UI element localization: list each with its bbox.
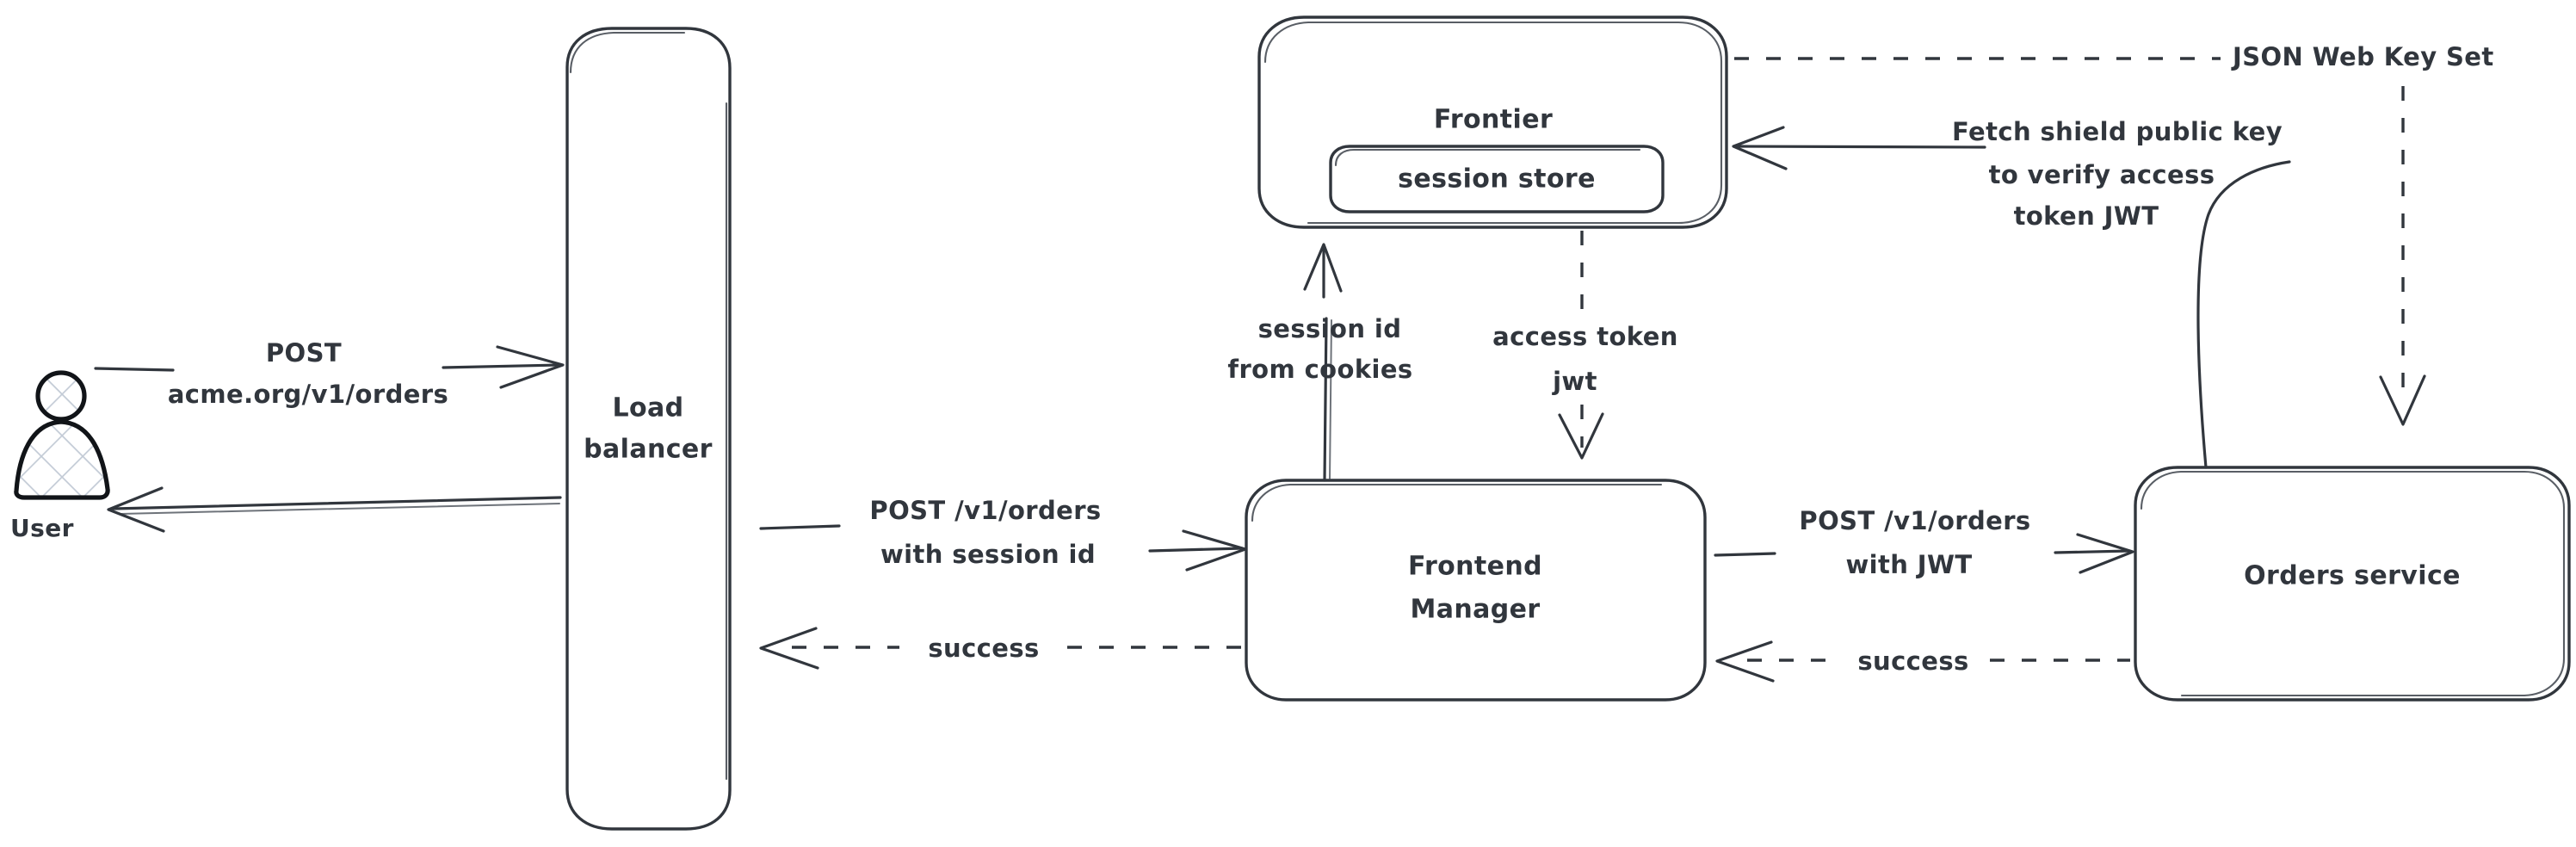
session-store-box-sketch — [1334, 148, 1641, 167]
edge-fem-to-orders-arrowhead — [2076, 533, 2134, 574]
edge-orders-to-frontier[interactable]: Fetch shield public key to verify access… — [1732, 117, 2291, 469]
edge-fem-to-orders-line-left — [1714, 552, 1776, 557]
frontend-manager-box — [1245, 479, 1707, 702]
edge-lb-to-fem-arrowhead — [1182, 529, 1247, 572]
node-load-balancer-label-line1: Load — [612, 393, 683, 424]
edge-user-to-lb-label-line2: acme.org/v1/orders — [168, 380, 448, 409]
edge-fem-to-frontier-arrowhead — [1303, 243, 1343, 293]
edge-lb-to-user-line-sketch — [120, 503, 560, 515]
edge-user-to-lb-line-right — [442, 363, 561, 369]
node-frontend-manager-label-line2: Manager — [1410, 595, 1540, 625]
edge-fem-to-frontier-line-lower-sketch — [1329, 319, 1332, 479]
node-frontier-label: Frontier — [1434, 105, 1553, 135]
edge-fem-to-orders-line-right — [2054, 549, 2131, 554]
edge-user-to-lb-line-left — [94, 367, 175, 372]
node-user[interactable]: User — [10, 370, 110, 542]
edge-fem-to-orders-label-line1: POST /v1/orders — [1799, 506, 2030, 535]
edge-orders-to-frontier-arrowhead — [1732, 126, 1788, 170]
node-load-balancer[interactable]: Load balancer — [565, 27, 732, 831]
node-frontend-manager[interactable]: Frontend Manager — [1245, 479, 1707, 702]
edge-frontier-to-fem[interactable]: access token jwt — [1492, 231, 1678, 460]
edge-orders-to-frontier-label-line2: to verify access — [1989, 160, 2215, 189]
edge-fem-to-frontier-label-line1: session id — [1258, 314, 1402, 343]
orders-service-box — [2134, 466, 2571, 702]
user-head-icon — [35, 370, 87, 422]
node-session-store[interactable]: session store — [1329, 145, 1665, 213]
load-balancer-box — [565, 27, 732, 831]
edge-frontier-to-orders[interactable]: JSON Web Key Set — [1734, 42, 2494, 426]
node-orders-service[interactable]: Orders service — [2134, 466, 2571, 702]
edge-orders-to-frontier-label-line1: Fetch shield public key — [1952, 117, 2283, 146]
load-balancer-box-sketch — [569, 31, 686, 74]
edge-orders-to-frontier-line-vertical — [2196, 160, 2291, 469]
edge-fem-to-orders[interactable]: POST /v1/orders with JWT — [1714, 506, 2134, 579]
edge-lb-to-fem-label-line1: POST /v1/orders — [869, 496, 1101, 525]
edge-user-to-lb-label-line1: POST — [266, 338, 342, 368]
edge-orders-to-frontier-line-horizontal — [1737, 145, 1986, 149]
orders-service-box-sketch — [2140, 470, 2566, 697]
edge-lb-to-user-arrowhead — [107, 486, 165, 533]
edge-frontier-to-fem-label-line2: jwt — [1552, 367, 1597, 396]
edge-orders-to-fem-arrowhead — [1715, 640, 1775, 683]
edge-fem-to-lb[interactable]: success — [759, 627, 1242, 670]
edge-frontier-to-fem-arrowhead — [1558, 412, 1604, 460]
edge-lb-to-user[interactable] — [107, 486, 562, 533]
node-frontier[interactable]: Frontier session store — [1257, 15, 1728, 229]
edge-fem-to-lb-label: success — [928, 634, 1039, 663]
frontend-manager-box-sketch — [1251, 483, 1663, 522]
edge-lb-to-fem-line-left — [759, 524, 841, 530]
edge-orders-to-fem-label: success — [1857, 646, 1968, 676]
edge-lb-to-fem-label-line2: with session id — [880, 540, 1096, 569]
edge-lb-to-fem[interactable]: POST /v1/orders with session id — [759, 496, 1247, 572]
edge-fem-to-frontier[interactable]: session id from cookies — [1227, 243, 1412, 482]
edge-frontier-to-orders-arrowhead — [2379, 374, 2426, 426]
edge-lb-to-fem-line-right — [1148, 547, 1244, 553]
edge-fem-to-frontier-line-lower — [1323, 317, 1328, 482]
edge-frontier-to-orders-label: JSON Web Key Set — [2231, 42, 2494, 71]
node-user-label: User — [10, 514, 74, 542]
edge-fem-to-orders-label-line2: with JWT — [1845, 550, 1972, 579]
node-session-store-label: session store — [1398, 164, 1596, 195]
frontier-box-sketch — [1263, 21, 1723, 225]
node-frontend-manager-label-line1: Frontend — [1408, 552, 1542, 582]
edge-fem-to-frontier-label-line2: from cookies — [1227, 355, 1412, 384]
node-orders-service-label: Orders service — [2244, 561, 2461, 591]
session-store-box — [1329, 145, 1665, 213]
edge-user-to-lb[interactable]: POST acme.org/v1/orders — [94, 338, 565, 409]
edge-orders-to-frontier-label-line3: token JWT — [2014, 201, 2159, 231]
edge-lb-to-user-line — [112, 496, 562, 510]
edge-fem-to-lb-arrowhead — [759, 627, 819, 670]
edge-frontier-to-fem-label-line1: access token — [1492, 322, 1678, 351]
user-body-icon — [14, 419, 110, 500]
node-load-balancer-label-line2: balancer — [584, 435, 713, 465]
edge-orders-to-fem[interactable]: success — [1715, 640, 2130, 683]
edge-user-to-lb-arrowhead — [496, 345, 565, 389]
